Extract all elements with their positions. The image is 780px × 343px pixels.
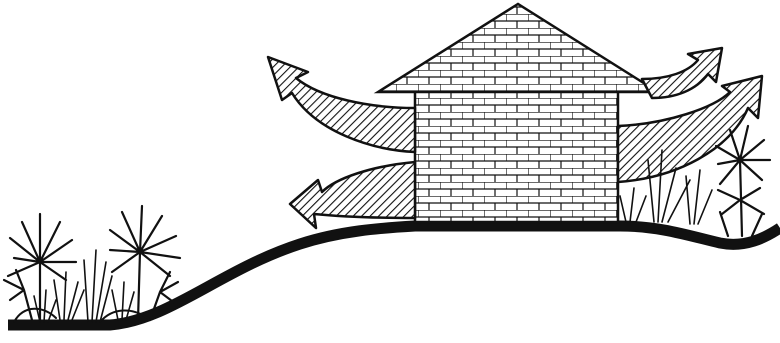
palm-far-right <box>714 124 772 238</box>
brick-house <box>373 2 663 224</box>
arrow-upper-right <box>640 46 724 100</box>
left-vegetation <box>2 204 182 323</box>
house-wall <box>413 90 620 224</box>
arrow-upper-left <box>266 55 417 154</box>
house-roof <box>373 2 663 94</box>
arrow-lower-right <box>616 74 764 184</box>
arrow-lower-left <box>288 160 417 230</box>
palm-right <box>108 204 182 322</box>
right-vegetation <box>619 124 772 238</box>
ground-line <box>8 220 780 331</box>
palm-left <box>2 212 78 322</box>
